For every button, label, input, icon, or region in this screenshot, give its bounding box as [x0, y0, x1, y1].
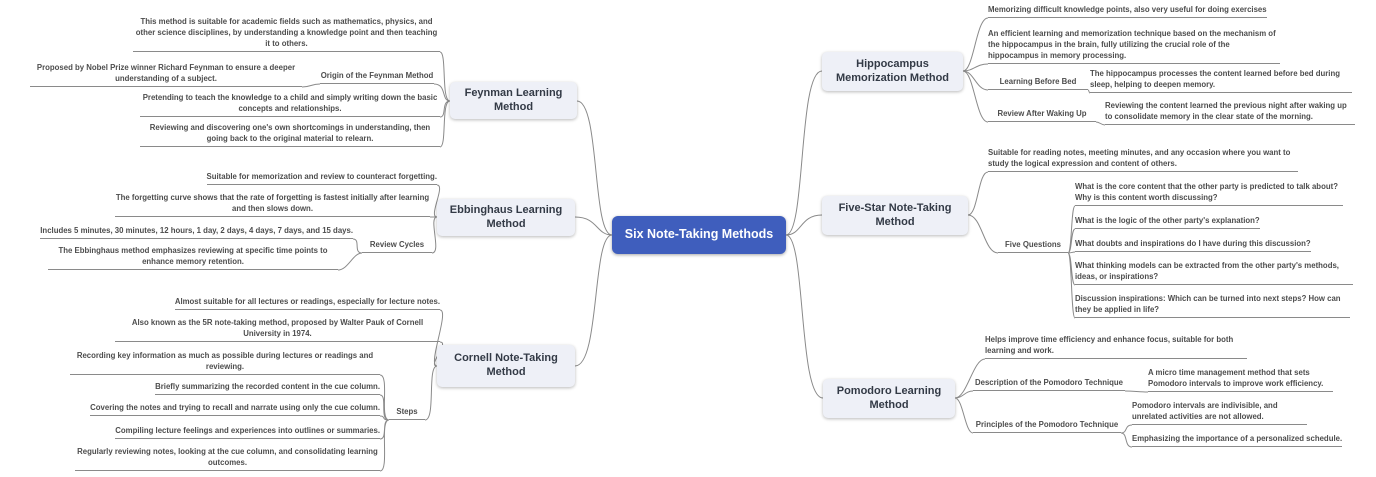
leaf-feynman-review-relearn[interactable]: Reviewing and discovering one's own shor… — [140, 122, 440, 147]
leaf-question-thinking-models[interactable]: What thinking models can be extracted fr… — [1075, 260, 1353, 285]
leaf-step-review[interactable]: Regularly reviewing notes, looking at th… — [75, 446, 380, 471]
leaf-question-logic[interactable]: What is the logic of the other party's e… — [1075, 215, 1260, 229]
leaf-review-cycles-emphasis[interactable]: The Ebbinghaus method emphasizes reviewi… — [48, 245, 338, 270]
leaf-ebbinghaus-forgetting-curve[interactable]: The forgetting curve shows that the rate… — [115, 192, 430, 217]
central-topic[interactable]: Six Note-Taking Methods — [612, 216, 786, 254]
leaf-step-reduce[interactable]: Briefly summarizing the recorded content… — [155, 381, 380, 395]
leaf-question-next-steps[interactable]: Discussion inspirations: Which can be tu… — [1075, 293, 1350, 318]
leaf-cornell-suitability[interactable]: Almost suitable for all lectures or read… — [174, 296, 440, 310]
leaf-ebbinghaus-suitability[interactable]: Suitable for memorization and review to … — [206, 171, 437, 185]
leaf-hippocampus-overview[interactable]: An efficient learning and memorization t… — [988, 28, 1280, 64]
leaf-after-waking-detail[interactable]: Reviewing the content learned the previo… — [1105, 100, 1355, 125]
leaf-principle-indivisible[interactable]: Pomodoro intervals are indivisible, and … — [1132, 400, 1307, 425]
subtopic-cornell-steps[interactable]: Steps — [389, 406, 425, 420]
connector-path — [301, 17, 1149, 472]
leaf-question-doubts[interactable]: What doubts and inspirations do I have d… — [1075, 238, 1311, 252]
leaf-review-cycles-intervals[interactable]: Includes 5 minutes, 30 minutes, 12 hours… — [40, 225, 353, 239]
leaf-feynman-suitability[interactable]: This method is suitable for academic fie… — [133, 16, 440, 52]
leaf-question-core-content[interactable]: What is the core content that the other … — [1075, 181, 1343, 206]
topic-fivestar[interactable]: Five-Star Note-Taking Method — [822, 196, 968, 235]
leaf-feynman-origin-detail[interactable]: Proposed by Nobel Prize winner Richard F… — [30, 62, 302, 87]
subtopic-feynman-origin[interactable]: Origin of the Feynman Method — [320, 70, 434, 84]
leaf-before-bed-detail[interactable]: The hippocampus processes the content le… — [1090, 68, 1352, 93]
subtopic-pomodoro-description[interactable]: Description of the Pomodoro Technique — [973, 377, 1125, 391]
subtopic-learning-before-bed[interactable]: Learning Before Bed — [988, 76, 1088, 90]
topic-pomodoro[interactable]: Pomodoro Learning Method — [823, 379, 955, 418]
topic-hippocampus[interactable]: Hippocampus Memorization Method — [822, 52, 963, 91]
leaf-pomodoro-description-detail[interactable]: A micro time management method that sets… — [1148, 367, 1333, 392]
subtopic-pomodoro-principles[interactable]: Principles of the Pomodoro Technique — [973, 419, 1121, 433]
topic-feynman[interactable]: Feynman Learning Method — [450, 82, 577, 119]
topic-cornell[interactable]: Cornell Note-Taking Method — [437, 345, 575, 387]
leaf-cornell-5r-origin[interactable]: Also known as the 5R note-taking method,… — [115, 317, 440, 342]
leaf-step-record[interactable]: Recording key information as much as pos… — [70, 350, 380, 375]
subtopic-review-cycles[interactable]: Review Cycles — [362, 239, 432, 253]
topic-ebbinghaus[interactable]: Ebbinghaus Learning Method — [437, 199, 575, 236]
leaf-principle-schedule[interactable]: Emphasizing the importance of a personal… — [1132, 433, 1343, 447]
leaf-hippocampus-usage[interactable]: Memorizing difficult knowledge points, a… — [988, 4, 1267, 18]
leaf-fivestar-suitability[interactable]: Suitable for reading notes, meeting minu… — [988, 147, 1298, 172]
leaf-step-recite[interactable]: Covering the notes and trying to recall … — [90, 402, 380, 416]
subtopic-review-after-waking[interactable]: Review After Waking Up — [988, 108, 1096, 122]
leaf-pomodoro-benefit[interactable]: Helps improve time efficiency and enhanc… — [985, 334, 1247, 359]
leaf-feynman-teach-child[interactable]: Pretending to teach the knowledge to a c… — [140, 92, 440, 117]
leaf-step-reflect[interactable]: Compiling lecture feelings and experienc… — [115, 425, 380, 439]
subtopic-five-questions[interactable]: Five Questions — [998, 239, 1068, 253]
